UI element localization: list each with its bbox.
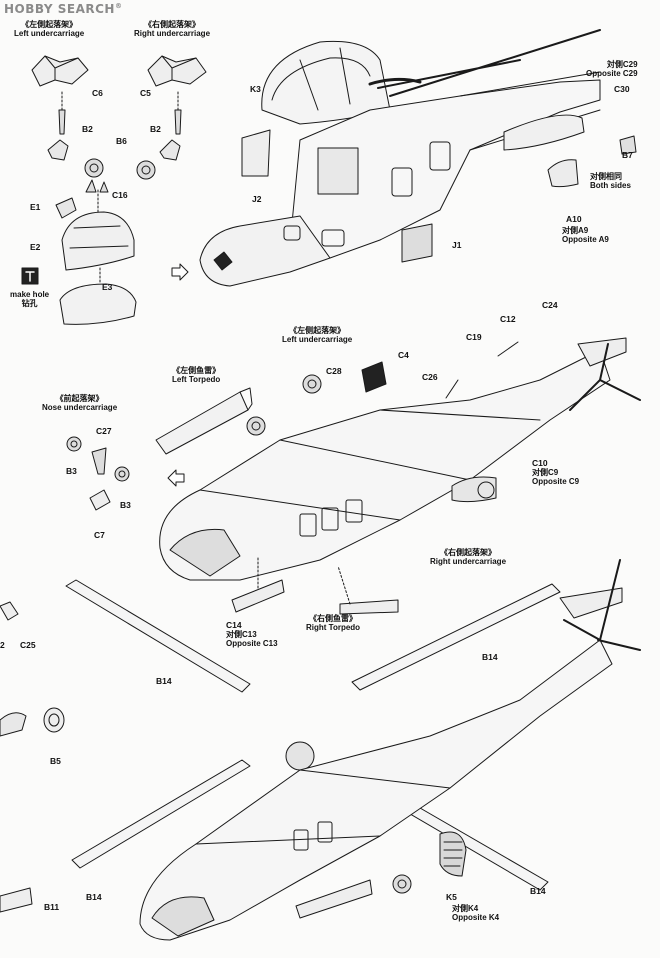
step-arrow-icon <box>171 263 189 281</box>
part-b11: B11 <box>44 902 60 912</box>
watermark-mark: ® <box>114 2 123 10</box>
part-b2-left: B2 <box>82 124 93 134</box>
nose-undercarriage-cn: 《前起落架》 <box>55 394 104 403</box>
right-torpedo-en: Right Torpedo <box>306 623 361 632</box>
opposite-c13-cn: 对側C13 <box>226 630 257 639</box>
opposite-c9-label: 对側C9 Opposite C9 <box>532 468 579 486</box>
part-c24: C24 <box>542 300 558 310</box>
part-c12: C12 <box>500 314 516 324</box>
tail-fairing-e-parts <box>55 179 137 325</box>
part-e1: E1 <box>30 202 41 212</box>
forward-fuselage-assembly <box>199 29 637 287</box>
right-undercarriage-mid-en: Right undercarriage <box>430 557 507 566</box>
left-undercarriage-c6 <box>31 55 104 178</box>
opposite-c13-label: 对側C13 Opposite C13 <box>226 630 278 648</box>
part-c7: C7 <box>94 530 105 540</box>
part-c10: C10 <box>532 458 548 468</box>
right-undercarriage-label-top: 《右側起落架》 Right undercarriage <box>134 20 210 38</box>
part-b7: B7 <box>622 150 633 160</box>
part-c14: C14 <box>226 620 242 630</box>
right-undercarriage-mid-cn: 《右側起落架》 <box>440 548 496 557</box>
opposite-a9-en: Opposite A9 <box>562 235 609 244</box>
step-arrow-icon-2 <box>167 469 185 487</box>
make-hole-en: make hole <box>10 290 50 299</box>
left-undercarriage-label-top: 《左側起落架》 Left undercarriage <box>14 20 84 38</box>
watermark-brand: HOBBY SEARCH <box>4 2 115 16</box>
make-hole-cn: 钻孔 <box>21 299 38 308</box>
part-c19: C19 <box>466 332 482 342</box>
both-sides-en: Both sides <box>590 181 631 190</box>
opposite-c29-cn: 対側C29 <box>606 60 638 69</box>
part-e3: E3 <box>102 282 113 292</box>
part-c6: C6 <box>92 88 103 98</box>
part-e2: E2 <box>30 242 41 252</box>
part-b14-c: B14 <box>86 892 102 902</box>
rotor-blades <box>65 579 561 891</box>
left-edge-partial-parts <box>0 601 65 913</box>
part-b3-right: B3 <box>120 500 131 510</box>
left-undercarriage-cn: 《左側起落架》 <box>21 20 78 29</box>
part-b14-d: B14 <box>530 886 546 896</box>
both-sides-label: 对側相同 Both sides <box>590 172 631 190</box>
opposite-a9-label: 对側A9 Opposite A9 <box>562 226 609 244</box>
both-sides-cn: 对側相同 <box>590 172 622 181</box>
part-b14-b: B14 <box>482 652 498 662</box>
opposite-k4-label: 对側K4 Opposite K4 <box>452 904 499 922</box>
opposite-c9-cn: 对側C9 <box>532 468 559 477</box>
left-torpedo-en: Left Torpedo <box>172 375 221 384</box>
opposite-c29-label: 対側C29 Opposite C29 <box>586 60 638 78</box>
opposite-c29-en: Opposite C29 <box>586 69 638 78</box>
part-2: 2 <box>0 640 5 650</box>
part-c28: C28 <box>326 366 342 376</box>
part-a10: A10 <box>566 214 582 224</box>
left-torpedo-label: 《左側鱼雷》 Left Torpedo <box>172 366 220 384</box>
right-undercarriage-c5 <box>136 55 207 180</box>
right-undercarriage-label-mid: 《右側起落架》 Right undercarriage <box>430 548 506 566</box>
part-c4: C4 <box>398 350 409 360</box>
part-j1: J1 <box>452 240 462 250</box>
part-b6: B6 <box>116 136 127 146</box>
opposite-c13-en: Opposite C13 <box>226 639 278 648</box>
part-b14-a: B14 <box>156 676 172 686</box>
left-torpedo-cn: 《左側鱼雷》 <box>172 366 221 375</box>
part-c30: C30 <box>614 84 630 94</box>
right-undercarriage-cn: 《右側起落架》 <box>144 20 200 29</box>
part-c25: C25 <box>20 640 36 650</box>
opposite-c9-en: Opposite C9 <box>532 477 580 486</box>
right-torpedo-label: 《右側鱼雷》 Right Torpedo <box>306 614 360 632</box>
part-k3: K3 <box>250 84 261 94</box>
make-hole-icon <box>21 267 39 285</box>
part-b5: B5 <box>50 756 61 766</box>
part-c5: C5 <box>140 88 151 98</box>
nose-undercarriage-label: 《前起落架》 Nose undercarriage <box>42 394 117 412</box>
left-undercarriage-label-mid: 《左侧起落架》 Left undercarriage <box>282 326 352 344</box>
right-undercarriage-en: Right undercarriage <box>134 29 211 38</box>
nose-undercarriage-en: Nose undercarriage <box>42 403 118 412</box>
part-b3-left: B3 <box>66 466 77 476</box>
opposite-k4-en: Opposite K4 <box>452 913 500 922</box>
opposite-k4-cn: 对側K4 <box>452 904 479 913</box>
part-k5: K5 <box>446 892 457 902</box>
part-c16: C16 <box>112 190 128 200</box>
left-undercarriage-mid-en: Left undercarriage <box>282 335 353 344</box>
main-fuselage-assembly <box>155 337 641 615</box>
part-c27: C27 <box>96 426 112 436</box>
make-hole-label: make hole 钻孔 <box>10 290 49 308</box>
right-torpedo-cn: 《右側鱼雷》 <box>309 614 358 623</box>
part-c26: C26 <box>422 372 438 382</box>
nose-undercarriage-parts <box>66 436 130 511</box>
part-b2-right: B2 <box>150 124 161 134</box>
left-undercarriage-en: Left undercarriage <box>14 29 85 38</box>
opposite-a9-cn: 对側A9 <box>562 226 589 235</box>
complete-helicopter <box>139 559 641 941</box>
watermark: HOBBY SEARCH® <box>4 2 122 16</box>
left-undercarriage-mid-cn: 《左侧起落架》 <box>289 326 346 335</box>
part-j2: J2 <box>252 194 262 204</box>
